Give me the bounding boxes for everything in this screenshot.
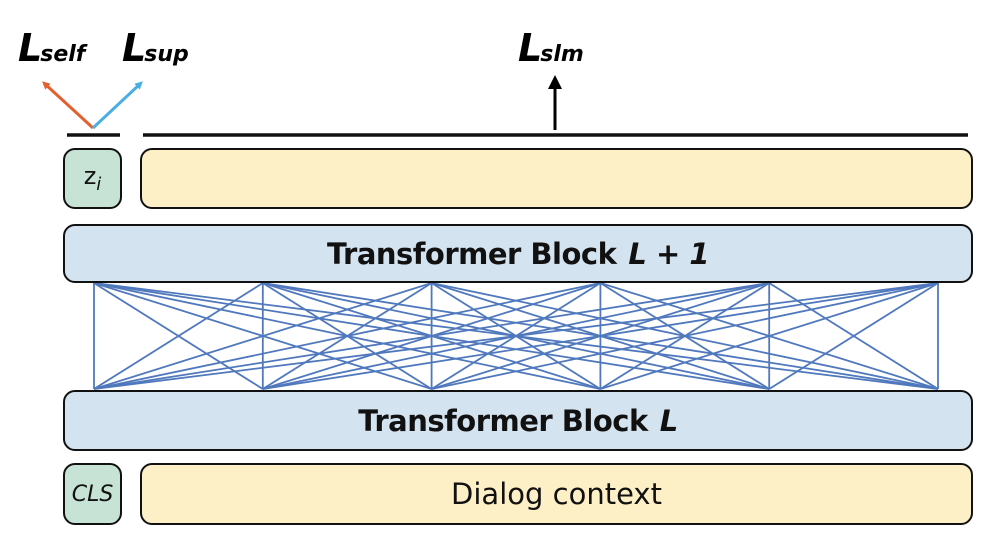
dialog-context-label: Dialog context: [451, 477, 662, 511]
attention-edge-0-to-1: [93, 282, 264, 390]
loss-sup-arrow: [91, 81, 143, 130]
cls-token-label: CLS: [71, 481, 114, 507]
attention-edge-0-to-3: [93, 282, 601, 390]
z-token-box: zi: [63, 148, 122, 209]
attention-edge-0-to-2: [93, 282, 432, 390]
loss-self-arrow: [42, 81, 95, 130]
loss-sup-label: Lsup: [122, 26, 189, 70]
loss-slm-label: Lslm: [518, 26, 584, 70]
attention-edge-0-to-5: [93, 282, 939, 390]
attention-edge-4-to-5: [768, 282, 939, 390]
attention-edge-1-to-5: [262, 282, 939, 390]
attention-edge-2-to-5: [431, 282, 939, 390]
loss-self-label: Lself: [18, 26, 86, 70]
cls-token-box: CLS: [63, 463, 122, 525]
dialog-context-box: Dialog context: [140, 463, 973, 525]
attention-mesh: [93, 282, 939, 390]
z-token-label: zi: [83, 162, 102, 195]
output-sequence-box: [140, 148, 973, 209]
attention-edge-0-to-4: [93, 282, 770, 390]
attention-edge-3-to-5: [600, 282, 939, 390]
